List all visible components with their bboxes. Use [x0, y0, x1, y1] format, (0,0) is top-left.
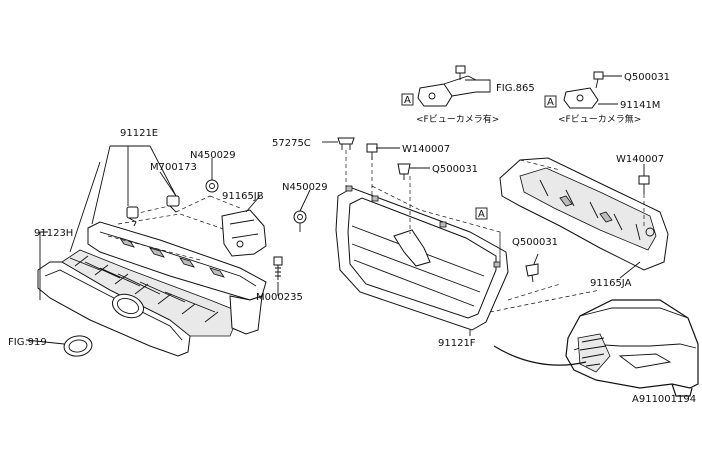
- label-text-91121F: 91121F: [438, 338, 476, 349]
- label-FIG865[interactable]: FIG.865: [496, 83, 535, 94]
- label-text-M700173: M700173: [150, 162, 197, 173]
- label-text-FIG919: FIG.919: [8, 337, 47, 348]
- screw-W140007-right: [638, 175, 650, 194]
- label-text-91141M: 91141M: [620, 100, 660, 111]
- ref-mark-a-top-right: A: [544, 95, 557, 108]
- label-text-Q500031-top: Q500031: [624, 72, 670, 83]
- label-text-91165JA: 91165JA: [590, 278, 632, 289]
- clip-N450029-left: [166, 195, 180, 213]
- camera-bracket-without: [563, 71, 604, 109]
- ref-mark-a-top-right-text: A: [547, 97, 554, 108]
- grille-inner-91121E: [87, 221, 267, 335]
- screw-M000235: [273, 256, 283, 280]
- label-text-57275C: 57275C: [272, 138, 311, 149]
- leaders-top: [465, 75, 622, 105]
- label-91123H[interactable]: 91123H: [34, 228, 73, 239]
- label-text-W140007-center: W140007: [402, 144, 450, 155]
- leaders-center: [322, 141, 539, 336]
- camera-bracket-with: [417, 65, 477, 107]
- bracket-91165JA: [499, 157, 669, 271]
- label-Q500031-top[interactable]: Q500031: [624, 72, 670, 83]
- label-Q500031-center[interactable]: Q500031: [432, 164, 478, 175]
- label-91121E[interactable]: 91121E: [120, 128, 158, 139]
- leaders-left: [25, 145, 311, 345]
- ref-mark-a-center: A: [475, 207, 488, 220]
- screw-Q500031-right: [525, 263, 539, 283]
- label-text-Q500031-right: Q500031: [512, 237, 558, 248]
- ref-mark-a-center-text: A: [478, 209, 485, 220]
- label-M000235[interactable]: M000235: [256, 292, 303, 303]
- label-text-Q500031-center: Q500031: [432, 164, 478, 175]
- clip-N450029-right: [293, 210, 307, 232]
- vehicle-inset: [493, 299, 699, 397]
- grille-front-91123H: [37, 249, 241, 357]
- label-text-N450029-lower: N450029: [282, 182, 328, 193]
- label-Q500031-right[interactable]: Q500031: [512, 237, 558, 248]
- label-text-91165JB: 91165JB: [222, 191, 264, 202]
- clip-M700173: [126, 206, 139, 227]
- label-text-N450029-upper: N450029: [190, 150, 236, 161]
- note-camera-with: <Fビューカメラ有>: [416, 113, 499, 125]
- label-text-91121E: 91121E: [120, 128, 158, 139]
- label-text-M000235: M000235: [256, 292, 303, 303]
- ref-mark-a-top-left-text: A: [404, 95, 411, 106]
- label-N450029-lower[interactable]: N450029: [282, 182, 328, 193]
- diagram-id: A911001194: [632, 394, 696, 405]
- ref-mark-a-top-left: A: [401, 93, 414, 106]
- note-camera-without: <Fビューカメラ無>: [558, 113, 641, 125]
- screw-W140007-center: [366, 143, 378, 160]
- label-91141M[interactable]: 91141M: [620, 100, 660, 111]
- label-text-W140007-right: W140007: [616, 154, 664, 165]
- grille-frame-91121F: [335, 185, 509, 331]
- label-M700173[interactable]: M700173: [150, 162, 197, 173]
- label-W140007-right[interactable]: W140007: [616, 154, 664, 165]
- bracket-91165JB: [221, 209, 267, 257]
- alignment-lines-center: [345, 150, 601, 313]
- screw-Q500031-center: [397, 163, 411, 180]
- label-57275C[interactable]: 57275C: [272, 138, 311, 149]
- label-W140007-center[interactable]: W140007: [402, 144, 450, 155]
- label-text-FIG865: FIG.865: [496, 83, 535, 94]
- emblem-part: [63, 335, 93, 357]
- clip-57275C: [337, 137, 355, 150]
- label-FIG919[interactable]: FIG.919: [8, 337, 47, 348]
- leaders-right: [619, 164, 645, 279]
- label-N450029-upper[interactable]: N450029: [190, 150, 236, 161]
- label-text-91123H: 91123H: [34, 228, 73, 239]
- alignment-lines-right: [519, 159, 645, 226]
- label-91165JA[interactable]: 91165JA: [590, 278, 632, 289]
- label-91165JB[interactable]: 91165JB: [222, 191, 264, 202]
- clip-N450029-small: [205, 179, 219, 193]
- label-91121F[interactable]: 91121F: [438, 338, 476, 349]
